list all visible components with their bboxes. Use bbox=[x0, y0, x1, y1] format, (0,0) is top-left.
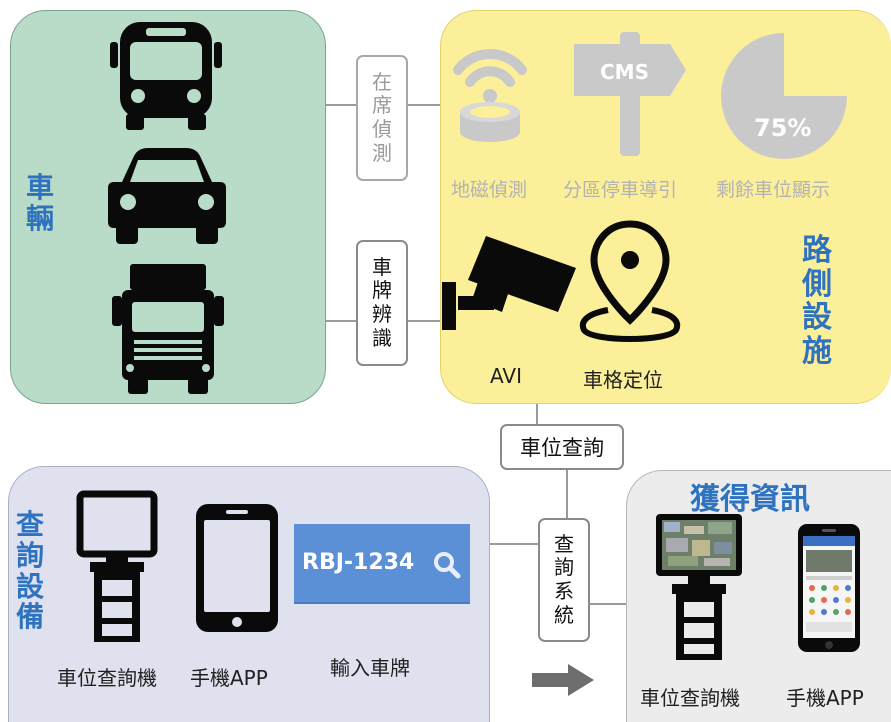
avi-label: AVI bbox=[490, 364, 522, 388]
kiosk-icon bbox=[76, 490, 158, 642]
magnetic-sensor-icon bbox=[453, 49, 527, 142]
connector-line bbox=[536, 400, 538, 424]
remaining-spaces-label: 剩餘車位顯示 bbox=[716, 179, 831, 201]
phone-app-screen-icon bbox=[798, 524, 860, 652]
plate-input-label: 輸入車牌 bbox=[330, 656, 410, 680]
phone-icon bbox=[196, 504, 278, 632]
space-query-box: 車位查詢 bbox=[500, 424, 624, 470]
vehicle-title: 車輛 bbox=[26, 171, 55, 236]
location-pin-icon bbox=[579, 220, 681, 342]
space-location-label: 車格定位 bbox=[583, 368, 663, 392]
plate-recognition-box: 車牌 辨識 bbox=[356, 240, 408, 366]
presence-detection-box: 在席 偵測 bbox=[356, 55, 408, 181]
arrow-right-icon bbox=[532, 664, 594, 696]
car-icon bbox=[108, 148, 226, 244]
kiosk-label: 車位查詢機 bbox=[57, 666, 157, 690]
result-phone-label: 手機APP bbox=[786, 686, 864, 710]
connector-line bbox=[589, 603, 629, 605]
bus-icon bbox=[110, 22, 222, 130]
plate-search-bar[interactable]: RBJ-1234 bbox=[294, 524, 470, 602]
phone-app-label: 手機APP bbox=[190, 666, 268, 690]
results-title: 獲得資訊 bbox=[690, 482, 810, 517]
connector-line bbox=[488, 543, 540, 545]
pie-chart-icon bbox=[721, 33, 847, 159]
magnetic-detection-label: 地磁偵測 bbox=[451, 179, 528, 201]
plate-input-value: RBJ-1234 bbox=[302, 550, 415, 575]
pie-percent: 75% bbox=[754, 114, 812, 142]
query-system-box: 查詢 系統 bbox=[538, 518, 590, 642]
kiosk-map-icon bbox=[656, 514, 742, 660]
zone-guidance-label: 分區停車導引 bbox=[563, 179, 678, 201]
cms-text: CMS bbox=[600, 60, 649, 84]
search-icon[interactable] bbox=[432, 550, 462, 580]
result-kiosk-label: 車位查詢機 bbox=[640, 686, 740, 710]
camera-icon bbox=[442, 236, 576, 330]
truck-icon bbox=[112, 264, 224, 394]
query-devices-title: 查詢 設備 bbox=[16, 508, 45, 634]
roadside-title: 路側 設施 bbox=[802, 233, 832, 369]
connector-line bbox=[566, 470, 568, 520]
cms-sign-icon bbox=[574, 32, 686, 156]
